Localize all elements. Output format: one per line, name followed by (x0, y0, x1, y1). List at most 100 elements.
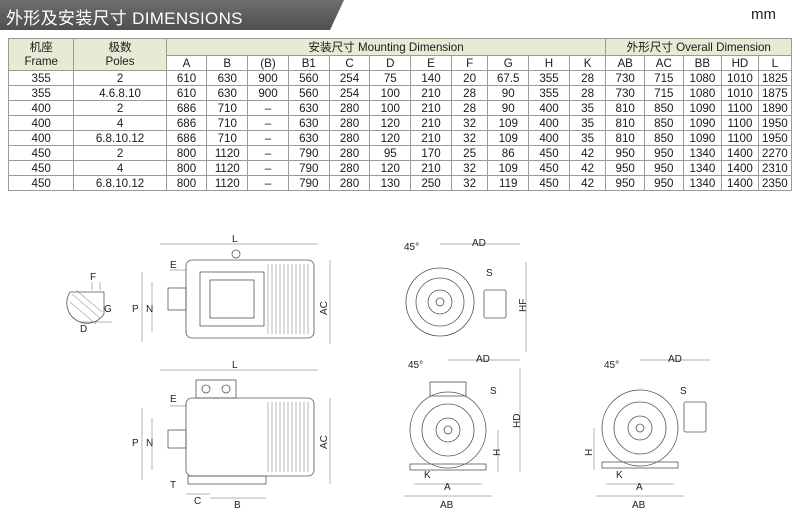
table-cell: 630 (287, 130, 330, 146)
table-cell: 210 (410, 130, 452, 146)
table-cell: – (247, 100, 289, 116)
table-cell: 280 (328, 130, 371, 146)
front-right-a-label: A (636, 482, 643, 493)
table-cell: 120 (369, 115, 412, 131)
table-cell: 950 (605, 175, 645, 191)
dimension-table: 机座 Frame 极数 Poles 安装尺寸 Mounting Dimensio… (7, 38, 793, 191)
side-bottom-t-label: T (170, 480, 176, 491)
table-cell: 170 (410, 145, 452, 161)
table-cell: 210 (410, 115, 452, 131)
table-cell: 686 (165, 100, 208, 116)
table-cell: 109 (487, 160, 530, 176)
table-cell: 28 (568, 85, 607, 101)
table-cell: 400 (528, 130, 570, 146)
table-cell: 20 (450, 70, 489, 86)
table-cell: 109 (487, 115, 530, 131)
table-cell: 6.8.10.12 (73, 130, 167, 146)
frame-header-en: Frame (24, 54, 58, 68)
table-cell: 1080 (682, 70, 723, 86)
table-cell: 95 (369, 145, 412, 161)
key-f-label: F (90, 272, 96, 283)
table-cell: 610 (165, 85, 208, 101)
side-bottom-p-label: P (132, 438, 139, 449)
table-cell: 630 (287, 115, 330, 131)
column-header: BB (682, 55, 723, 71)
column-header: L (757, 55, 793, 71)
table-cell: 800 (165, 160, 208, 176)
table-cell: 1400 (721, 160, 759, 176)
key-g-label: G (104, 304, 112, 315)
table-cell: 100 (369, 85, 412, 101)
table-cell: 2 (73, 70, 167, 86)
table-cell: 2 (73, 100, 167, 116)
front-right-ad-label: AD (668, 354, 682, 365)
front-mid-s-label: S (490, 386, 497, 397)
column-header: K (568, 55, 607, 71)
table-cell: 686 (165, 130, 208, 146)
table-cell: 610 (165, 70, 208, 86)
table-cell: 280 (328, 175, 371, 191)
table-cell: 90 (487, 85, 530, 101)
table-cell: 100 (369, 100, 412, 116)
front-view-top-drawing: 45° AD S HF (404, 238, 529, 352)
table-cell: 1340 (682, 160, 723, 176)
table-cell: 280 (328, 160, 371, 176)
column-header: (B) (247, 55, 289, 71)
table-cell: – (247, 160, 289, 176)
table-cell: 450 (7, 160, 75, 176)
table-cell: 210 (410, 100, 452, 116)
table-cell: 1950 (757, 115, 793, 131)
table-cell: – (247, 115, 289, 131)
mounting-dimension-header: 安装尺寸 Mounting Dimension (165, 38, 607, 56)
table-cell: 1080 (682, 85, 723, 101)
front-view-middle-drawing: 45° AD S HD H K A AB (404, 354, 523, 511)
table-cell: 254 (328, 70, 371, 86)
column-header: H (528, 55, 570, 71)
table-cell: – (247, 145, 289, 161)
column-header: D (369, 55, 412, 71)
column-header: F (450, 55, 489, 71)
table-cell: – (247, 175, 289, 191)
table-cell: 32 (450, 175, 489, 191)
table-cell: 2270 (757, 145, 793, 161)
table-cell: 950 (605, 160, 645, 176)
table-cell: 850 (644, 115, 684, 131)
table-cell: 1090 (682, 115, 723, 131)
table-cell: 560 (287, 85, 330, 101)
side-top-l-label: L (232, 234, 238, 245)
column-header: A (165, 55, 208, 71)
front-right-k-label: K (616, 470, 623, 481)
table-cell: 86 (487, 145, 530, 161)
side-view-top-drawing: L E P N AC (132, 234, 331, 344)
table-cell: 1875 (757, 85, 793, 101)
side-top-e-label: E (170, 260, 177, 271)
table-cell: 950 (605, 145, 645, 161)
front-top-ad-label: AD (472, 238, 486, 249)
table-cell: 42 (568, 145, 607, 161)
table-cell: 450 (7, 145, 75, 161)
table-cell: – (247, 130, 289, 146)
table-cell: 1100 (721, 115, 759, 131)
table-cell: 140 (410, 70, 452, 86)
table-cell: 790 (287, 145, 330, 161)
front-top-s-label: S (486, 268, 493, 279)
table-cell: 800 (165, 145, 208, 161)
table-cell: 1090 (682, 130, 723, 146)
column-header: B1 (287, 55, 330, 71)
table-cell: 35 (568, 130, 607, 146)
table-cell: 4.6.8.10 (73, 85, 167, 101)
front-right-s-label: S (680, 386, 687, 397)
poles-header: 极数 Poles (73, 38, 167, 71)
key-detail-drawing: F G D (66, 272, 112, 335)
front-right-angle-label: 45° (604, 360, 619, 371)
table-cell: 32 (450, 130, 489, 146)
side-view-bottom-drawing: L E P N AC T C B (132, 360, 331, 511)
side-top-n-label: N (146, 304, 153, 315)
frame-header-cn: 机座 (29, 40, 53, 54)
header-bar: 外形及安装尺寸 DIMENSIONS mm (0, 0, 800, 30)
table-cell: 950 (644, 145, 684, 161)
column-header: G (487, 55, 530, 71)
